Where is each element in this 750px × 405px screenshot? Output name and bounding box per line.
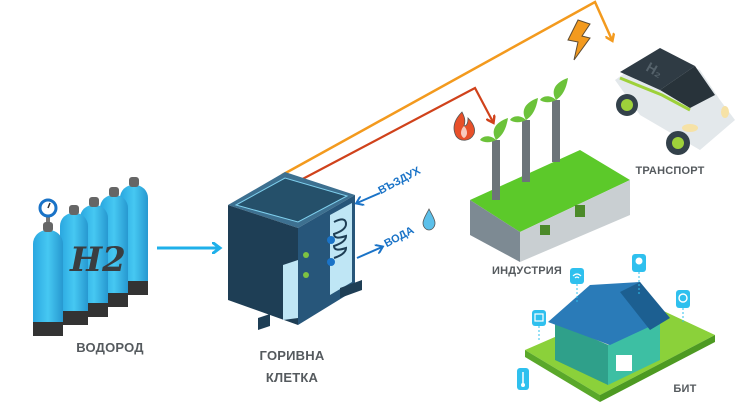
flame-icon [453, 111, 475, 141]
car-icon: H₂ [615, 48, 735, 155]
fuel-cell-label-line1: ГОРИВНА [259, 348, 325, 363]
water-drop-icon [422, 208, 436, 231]
electricity-flow [281, 0, 612, 177]
gauge-icon [676, 290, 690, 322]
tablet-icon [532, 310, 546, 342]
heat-flow [294, 86, 493, 184]
thermometer-icon [517, 368, 529, 390]
heat-arrow [294, 86, 493, 184]
transport-label: ТРАНСПОРТ [635, 165, 705, 177]
household-label: БИТ [673, 383, 697, 395]
air-in-arrow [357, 192, 381, 203]
light-bulb-icon [632, 254, 646, 294]
electricity-arrow [281, 0, 612, 177]
wifi-icon [570, 268, 584, 303]
smart-home-icons [517, 254, 690, 390]
industry-label: ИНДУСТРИЯ [491, 265, 562, 277]
hydrogen-tanks-icon [33, 177, 148, 336]
fuel-cell-label-line2: КЛЕТКА [265, 370, 319, 385]
water-out-arrow [356, 247, 382, 259]
car-h2-mark: H₂ [644, 59, 666, 81]
tank-h2-mark: H2 [70, 240, 126, 280]
lightning-icon [567, 19, 591, 61]
factory-icon [470, 78, 630, 262]
fuel-cell-icon [228, 172, 362, 330]
hydrogen-label: ВОДОРОД [76, 340, 144, 355]
house-icon [525, 282, 715, 402]
